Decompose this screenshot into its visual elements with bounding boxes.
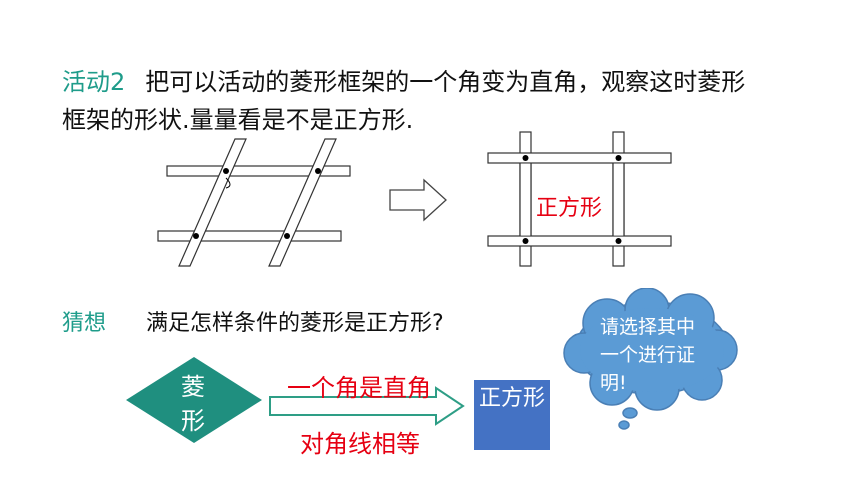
- pivot: [315, 168, 321, 174]
- pivot: [522, 238, 529, 244]
- pivot: [193, 233, 199, 239]
- activity-text-2: 框架的形状.量量看是不是正方形.: [62, 106, 414, 134]
- condition-arrow-icon: [269, 386, 465, 426]
- left-slanted-bar: [178, 138, 247, 267]
- pivot: [223, 168, 229, 174]
- pivot: [615, 238, 622, 244]
- thought-cloud-icon: [563, 288, 738, 430]
- guess-label: 猜想: [62, 311, 107, 336]
- guess-question: 满足怎样条件的菱形是正方形?: [146, 311, 444, 336]
- activity-label: 活动2: [62, 68, 126, 96]
- square-result-box: 正方形: [474, 380, 550, 450]
- activity-text-1: 把可以活动的菱形框架的一个角变为直角，观察这时菱形: [145, 68, 746, 96]
- top-bar: [166, 165, 351, 177]
- guess-line: 猜想 满足怎样条件的菱形是正方形?: [62, 305, 444, 337]
- rhombus-frame-figure: [157, 138, 351, 267]
- bottom-horizontal-bar: [487, 235, 672, 247]
- pivot: [615, 155, 622, 161]
- rhombus-shape: [126, 357, 262, 443]
- right-slanted-bar: [268, 138, 337, 267]
- condition-right-angle: 一个角是直角: [287, 374, 431, 402]
- angle-mark: [225, 177, 231, 189]
- square-label: 正方形: [536, 196, 603, 221]
- rhombus-label: 菱形: [181, 373, 205, 435]
- square-frame-figure: [487, 131, 672, 267]
- pivot: [284, 233, 290, 239]
- pivot: [522, 155, 529, 161]
- transform-arrow-icon: [389, 178, 447, 222]
- top-horizontal-bar: [487, 152, 672, 164]
- activity-line-1: 活动2 把可以活动的菱形框架的一个角变为直角，观察这时菱形: [62, 62, 745, 97]
- condition-equal-diagonals: 对角线相等: [300, 430, 420, 458]
- bottom-bar: [157, 230, 342, 242]
- callout-text: 请选择其中一个进行证明!: [600, 316, 696, 394]
